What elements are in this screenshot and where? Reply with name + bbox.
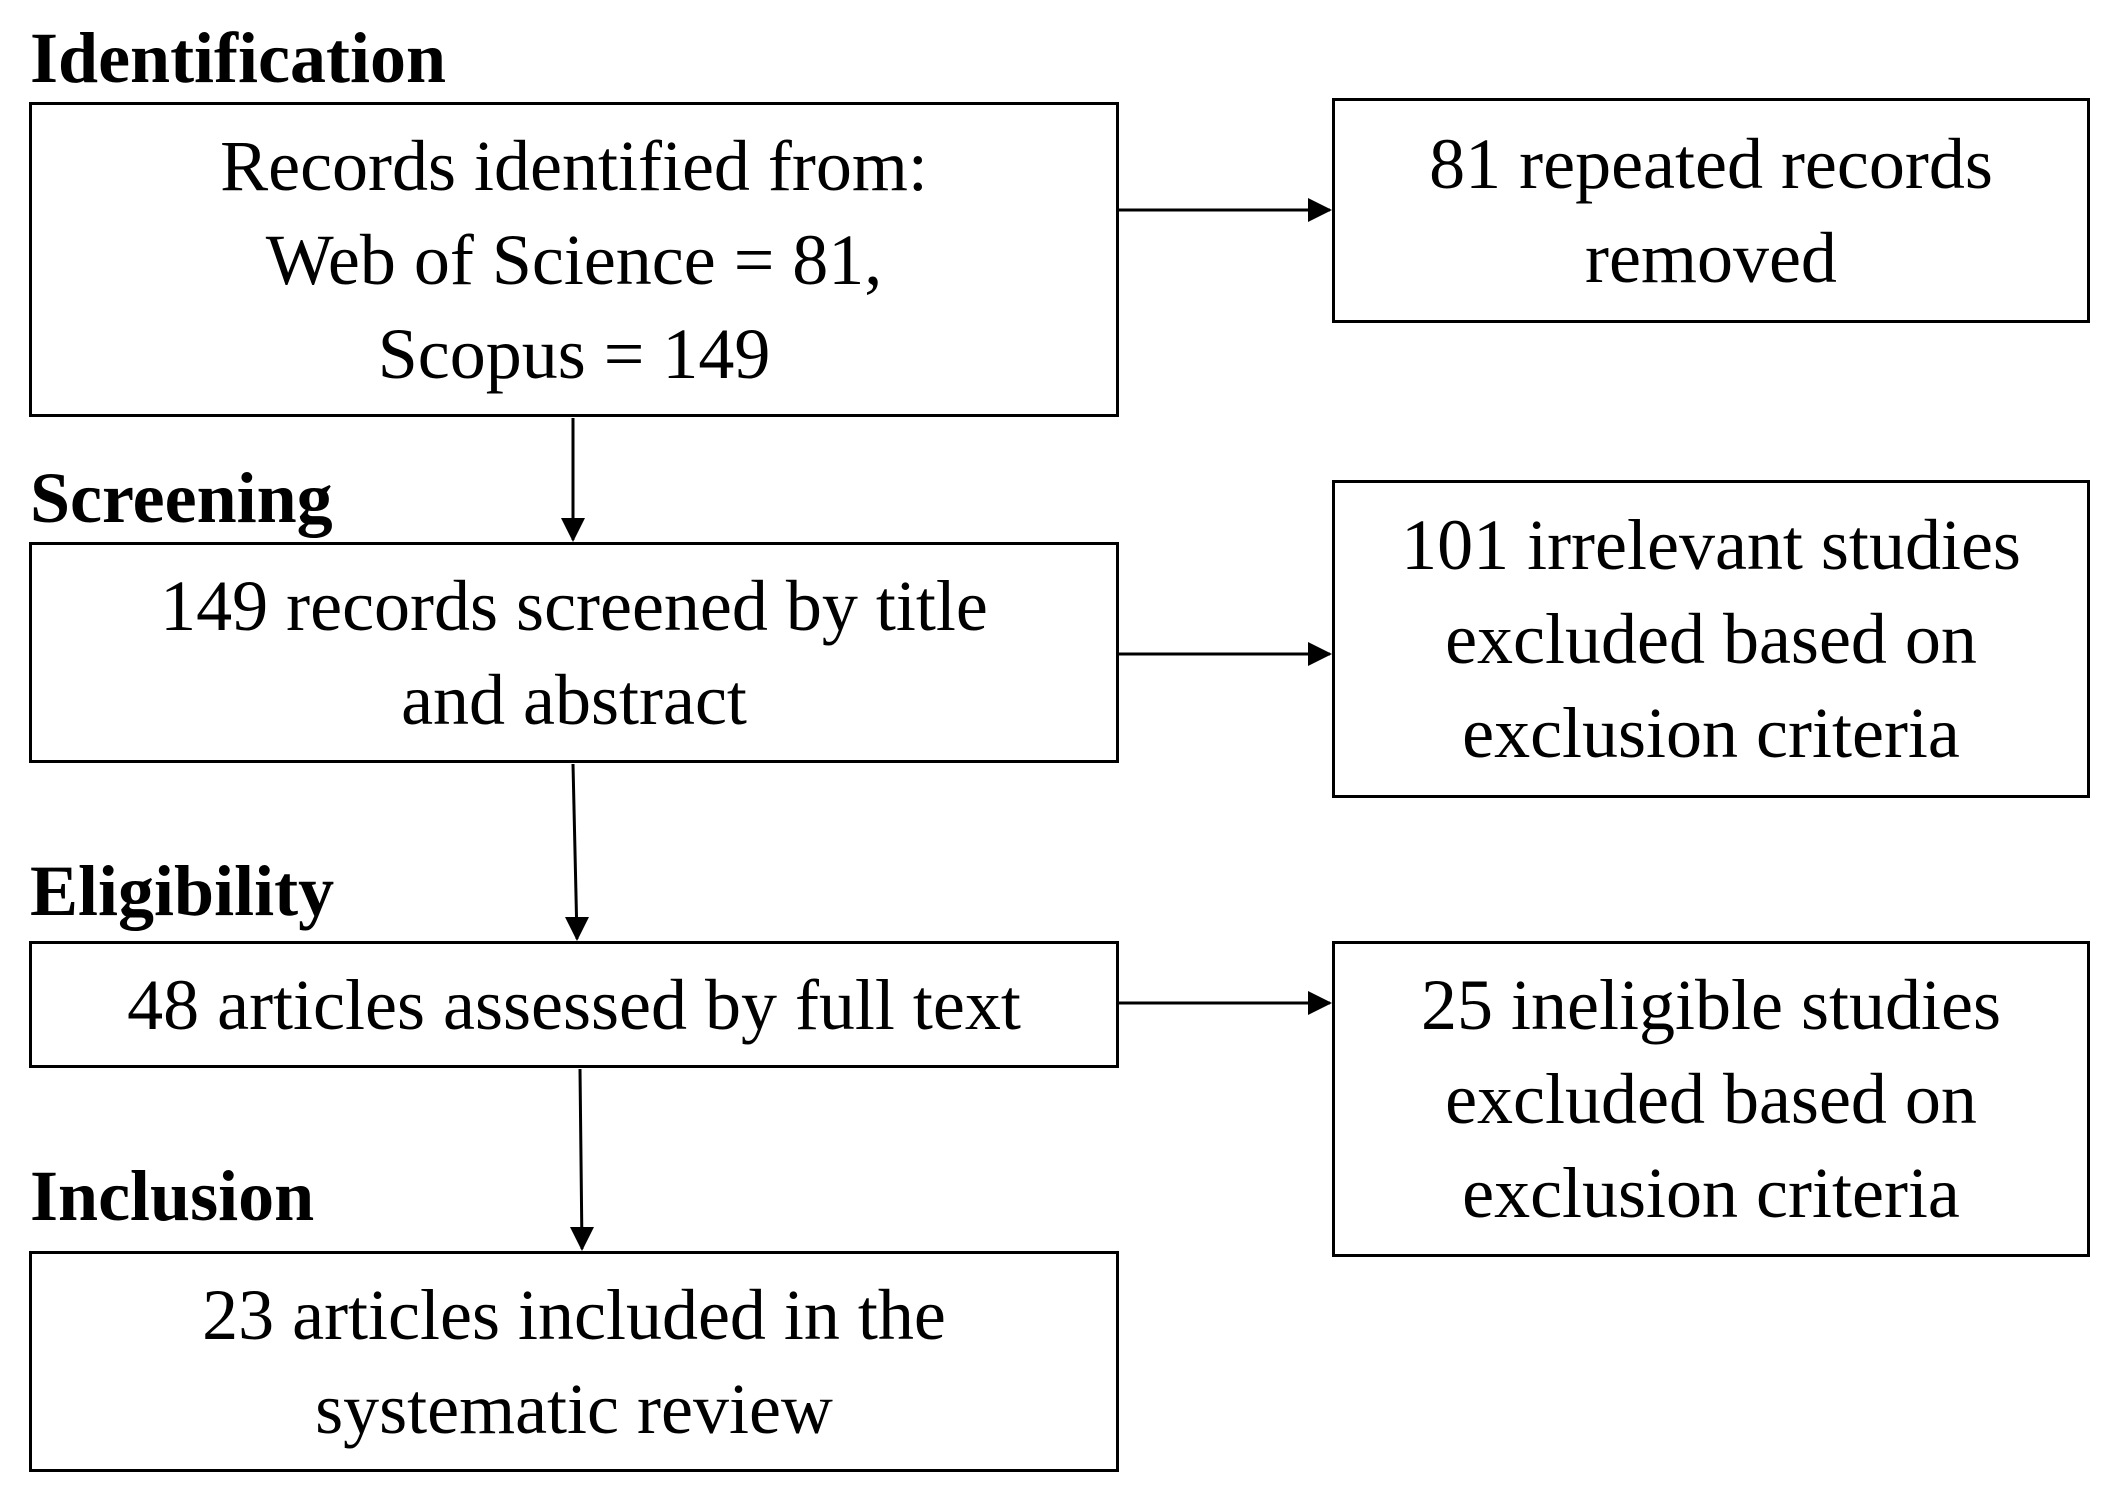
phase-label-identification: Identification bbox=[30, 18, 447, 98]
horizontal-arrow-to-irrelevant bbox=[1119, 642, 1332, 666]
records-identified-box: Records identified from: Web of Science … bbox=[29, 102, 1119, 417]
fulltext-assessed-text: 48 articles assessed by full text bbox=[127, 964, 1021, 1045]
records-identified-text: Records identified from: Web of Science … bbox=[220, 125, 928, 394]
irrelevant-excluded-text: 101 irrelevant studies excluded based on… bbox=[1401, 505, 2021, 773]
fulltext-assessed-box: 48 articles assessed by full text bbox=[29, 941, 1119, 1068]
horizontal-arrow-to-ineligible bbox=[1119, 991, 1332, 1015]
vertical-arrow-identification-to-screening bbox=[561, 418, 585, 542]
horizontal-arrow-to-duplicates bbox=[1119, 198, 1332, 222]
ineligible-excluded-text: 25 ineligible studies excluded based on … bbox=[1421, 965, 2001, 1233]
records-screened-text: 149 records screened by title and abstra… bbox=[160, 565, 988, 740]
duplicates-removed-text: 81 repeated records removed bbox=[1429, 123, 1993, 298]
vertical-arrow-screening-to-eligibility bbox=[565, 763, 589, 941]
included-text: 23 articles included in the systematic r… bbox=[202, 1274, 946, 1449]
duplicates-removed-box: 81 repeated records removed bbox=[1332, 98, 2090, 323]
irrelevant-excluded-box: 101 irrelevant studies excluded based on… bbox=[1332, 480, 2090, 798]
records-screened-box: 149 records screened by title and abstra… bbox=[29, 542, 1119, 763]
vertical-arrow-eligibility-to-inclusion bbox=[570, 1068, 594, 1251]
phase-label-eligibility: Eligibility bbox=[30, 851, 335, 931]
phase-label-screening: Screening bbox=[30, 458, 333, 538]
included-box: 23 articles included in the systematic r… bbox=[29, 1251, 1119, 1472]
ineligible-excluded-box: 25 ineligible studies excluded based on … bbox=[1332, 941, 2090, 1257]
phase-label-inclusion: Inclusion bbox=[30, 1156, 315, 1236]
